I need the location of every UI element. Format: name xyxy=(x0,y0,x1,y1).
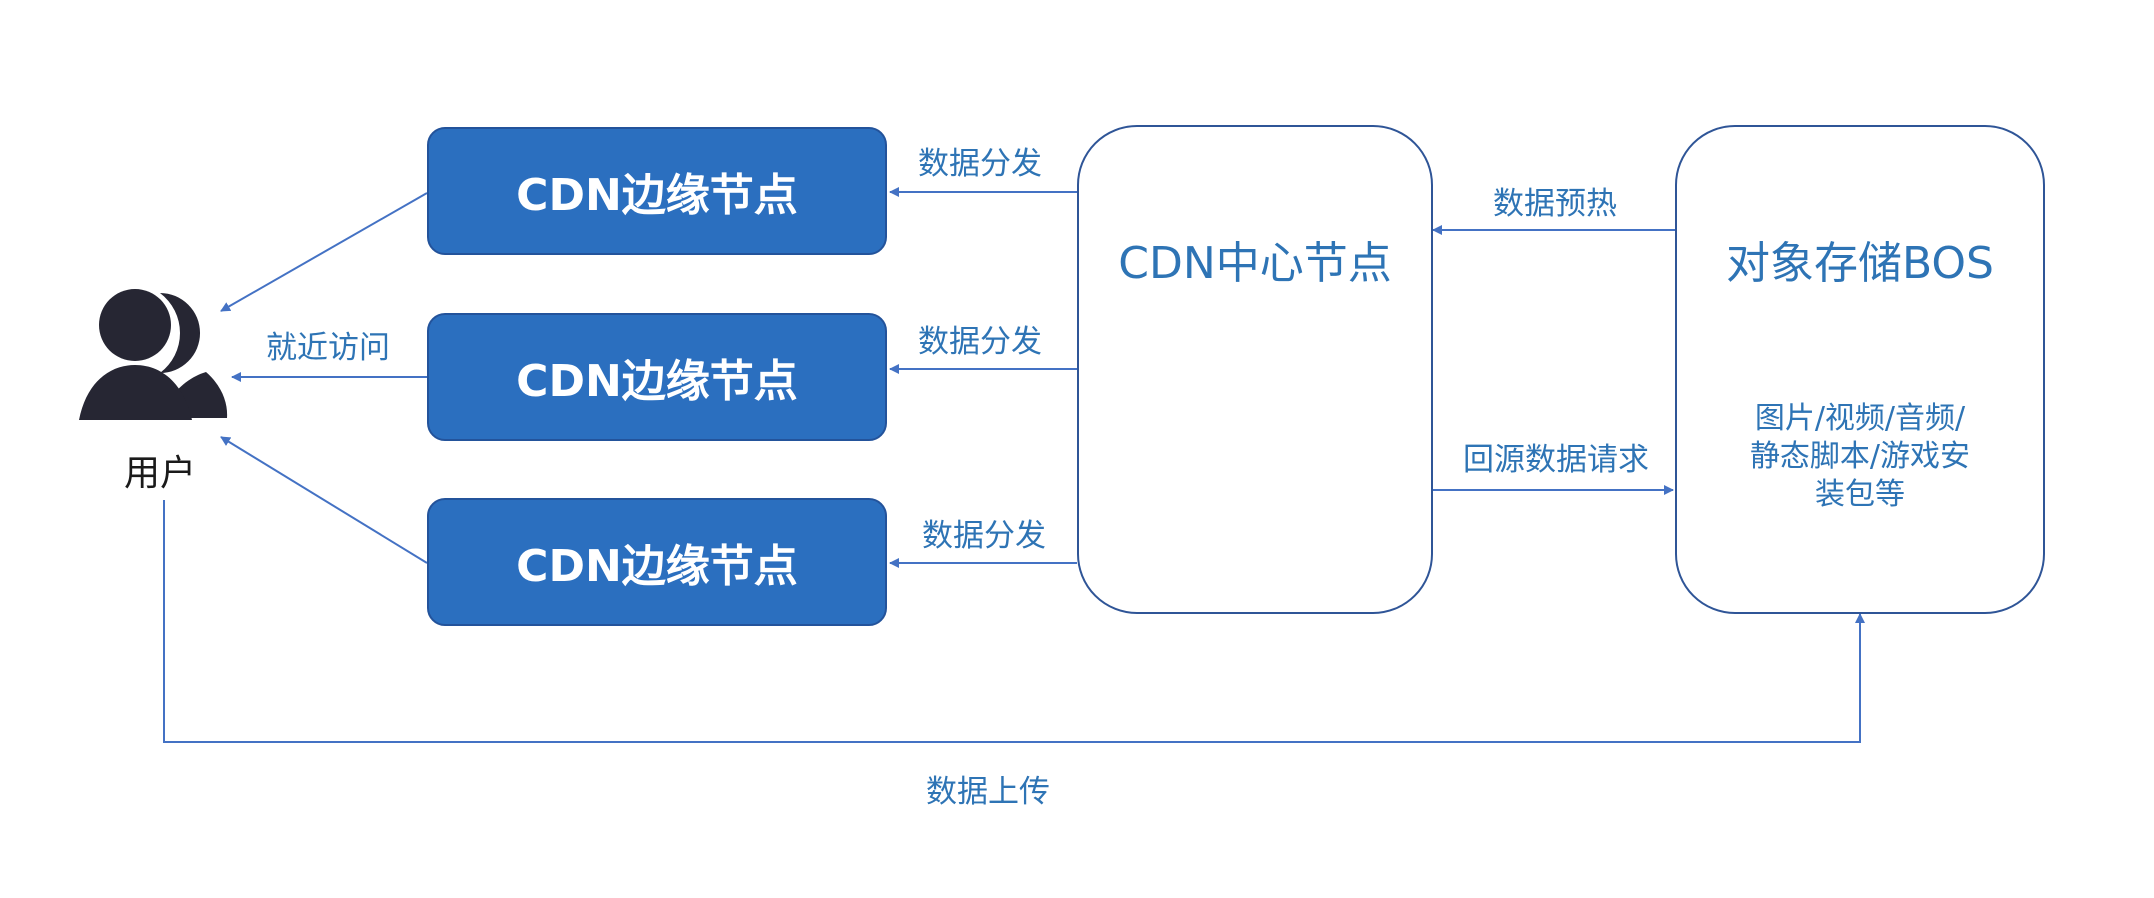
distribute-label-bottom: 数据分发 xyxy=(922,518,1046,554)
storage-desc-line-2: 静态脚本/游戏安 xyxy=(1749,439,1971,474)
users-icon xyxy=(79,289,228,420)
upload-label: 数据上传 xyxy=(926,774,1050,810)
cdn-edge-node-label: CDN边缘节点 xyxy=(516,170,798,221)
cdn-center-node-label: CDN中心节点 xyxy=(1118,238,1392,289)
cdn-center-node: CDN中心节点 xyxy=(1077,125,1433,614)
distribute-label-top: 数据分发 xyxy=(918,146,1042,182)
upload-arrow xyxy=(163,500,1865,743)
prefetch-label: 数据预热 xyxy=(1493,186,1617,222)
storage-desc-line-3: 装包等 xyxy=(1815,477,1905,512)
origin-request-label: 回源数据请求 xyxy=(1463,442,1649,478)
object-storage-description: 图片/视频/音频/ 静态脚本/游戏安 装包等 xyxy=(1737,400,1983,514)
access-arrow-bottom xyxy=(220,436,428,564)
cdn-edge-node-2: CDN边缘节点 xyxy=(427,313,887,441)
access-arrow-top xyxy=(220,192,428,312)
cdn-edge-node-3: CDN边缘节点 xyxy=(427,498,887,626)
object-storage-bos: 对象存储BOS 图片/视频/音频/ 静态脚本/游戏安 装包等 xyxy=(1675,125,2045,614)
nearby-access-label: 就近访问 xyxy=(266,330,390,366)
cdn-edge-node-1: CDN边缘节点 xyxy=(427,127,887,255)
object-storage-title: 对象存储BOS xyxy=(1726,238,1994,289)
cdn-edge-node-label: CDN边缘节点 xyxy=(516,356,798,407)
user-label: 用户 xyxy=(123,453,196,494)
distribute-label-middle: 数据分发 xyxy=(918,324,1042,360)
storage-desc-line-1: 图片/视频/音频/ xyxy=(1754,401,1966,436)
cdn-edge-node-label: CDN边缘节点 xyxy=(516,541,798,592)
